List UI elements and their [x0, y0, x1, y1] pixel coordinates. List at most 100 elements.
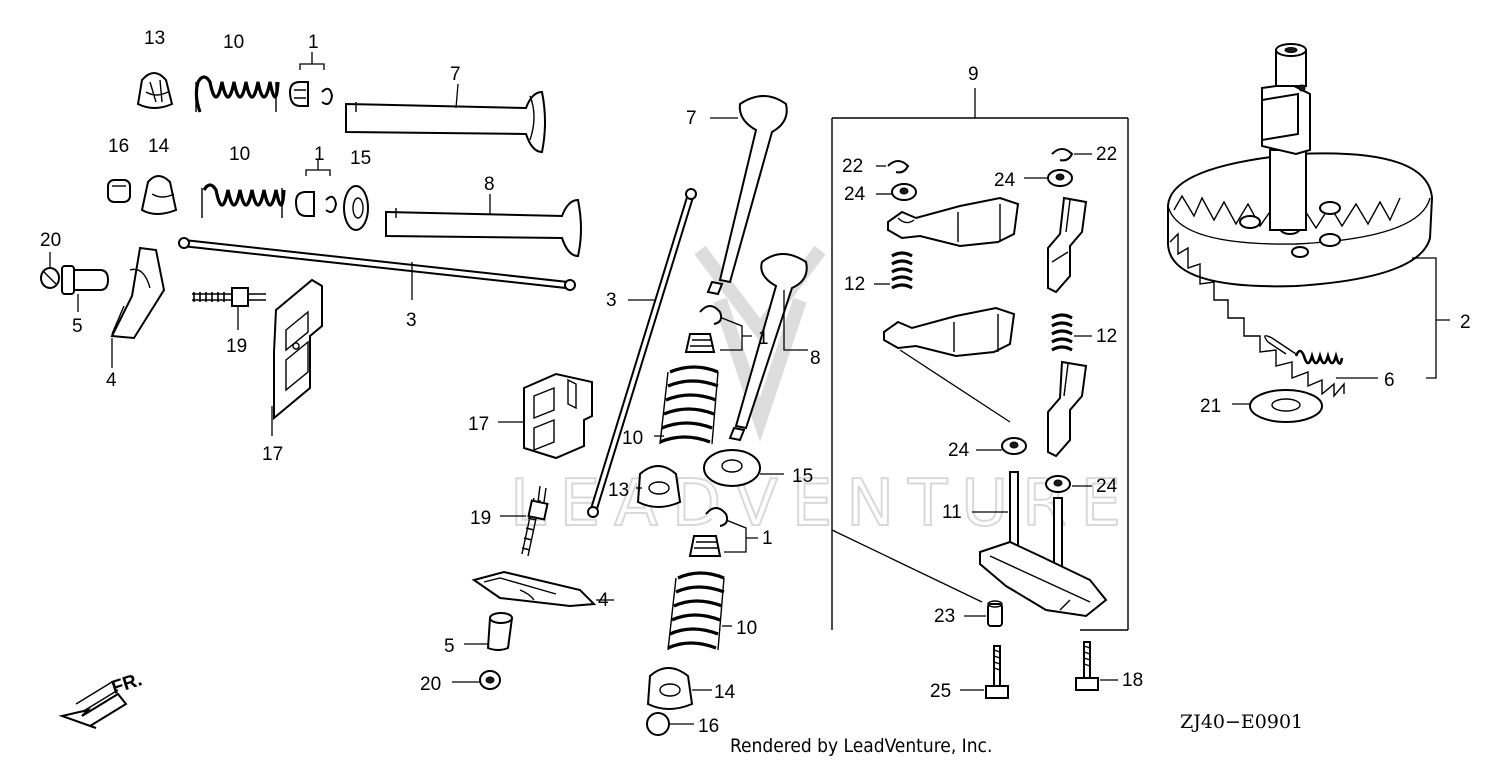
callout-label[interactable]: 24 [1096, 476, 1118, 497]
callout-label[interactable]: 3 [606, 290, 617, 311]
callout-label[interactable]: 1 [758, 328, 769, 349]
callout-label[interactable]: 12 [1096, 326, 1117, 347]
callout-label[interactable]: 19 [226, 336, 247, 357]
callout-label[interactable]: 6 [1384, 370, 1395, 391]
thrust-washer-24d[interactable] [1045, 475, 1071, 493]
valve-spring-retainer-14b[interactable] [646, 667, 694, 710]
intake-valve-8[interactable] [385, 198, 582, 258]
callout-label[interactable]: 14 [148, 136, 170, 157]
exhaust-valve-7[interactable] [345, 90, 546, 154]
callout-label[interactable]: 10 [229, 144, 250, 165]
valve-spring-retainer-13[interactable] [136, 72, 174, 109]
callout-label[interactable]: 4 [598, 590, 609, 611]
valve-cotter-1b[interactable] [294, 191, 338, 217]
callout-label[interactable]: 22 [842, 156, 863, 177]
rocker-arm-4b[interactable] [471, 570, 597, 608]
valve-rotator-15b[interactable] [703, 449, 761, 487]
callout-label[interactable]: 2 [1460, 312, 1471, 333]
callout-label[interactable]: 14 [714, 682, 736, 703]
callout-label[interactable]: 17 [468, 414, 489, 435]
push-rod-3[interactable] [178, 237, 576, 291]
valve-lifter-right-lower[interactable] [1047, 360, 1088, 458]
valve-spring-retainer-14[interactable] [140, 175, 178, 215]
flange-bolt-18[interactable] [1075, 641, 1099, 691]
rocker-pivot-5[interactable] [61, 265, 110, 295]
thrust-washer-24[interactable] [891, 183, 917, 201]
callout-label[interactable]: 20 [40, 230, 61, 251]
rocker-arm-4[interactable] [110, 246, 166, 340]
callout-label[interactable]: 16 [698, 716, 719, 737]
callout-label[interactable]: 13 [608, 480, 629, 501]
callout-label[interactable]: 15 [792, 466, 813, 487]
callout-label[interactable]: 10 [622, 428, 643, 449]
valve-spring-10[interactable] [194, 75, 280, 113]
valve-spring-10b[interactable] [201, 183, 286, 218]
callout-label[interactable]: 12 [844, 274, 865, 295]
rocker-pivot-5b[interactable] [486, 612, 514, 651]
callout-label[interactable]: 1 [314, 144, 325, 165]
callout-label[interactable]: 11 [942, 502, 962, 523]
valve-lifter-arm-upper[interactable] [887, 196, 1020, 248]
thrust-washer-24b[interactable] [1047, 169, 1073, 187]
callout-label[interactable]: 10 [223, 32, 244, 53]
callout-label[interactable]: 8 [810, 348, 821, 369]
valve-cap-16b[interactable] [646, 712, 670, 736]
thrust-washer-24c[interactable] [1001, 437, 1027, 455]
push-rod-guide-plate-17b[interactable] [523, 372, 593, 460]
valve-cotter-1d[interactable] [688, 507, 729, 557]
callout-label[interactable]: 16 [108, 136, 129, 157]
rocker-nut-20b[interactable] [479, 670, 501, 690]
flange-bolt-25[interactable] [985, 645, 1009, 699]
callout-label[interactable]: 23 [934, 606, 955, 627]
callout-label[interactable]: 8 [484, 174, 495, 195]
valve-spring-10c[interactable] [659, 365, 719, 445]
callout-label[interactable]: 21 [1200, 396, 1221, 417]
lifter-spring-12b[interactable] [1051, 313, 1073, 352]
callout-label[interactable]: 15 [350, 148, 371, 169]
valve-rotator-15[interactable] [343, 185, 369, 231]
camshaft-gear-2[interactable] [1167, 43, 1434, 398]
circlip-22b[interactable] [1051, 148, 1074, 162]
callout-label[interactable]: 4 [106, 370, 117, 391]
callout-label[interactable]: 5 [444, 636, 455, 657]
valve-cotter-1c[interactable] [684, 305, 723, 353]
valve-lifter-right-upper[interactable] [1047, 196, 1088, 294]
callout-label[interactable]: 24 [844, 184, 866, 205]
thrust-washer-21[interactable] [1249, 389, 1323, 423]
callout-label[interactable]: 1 [308, 32, 319, 53]
exhaust-valve-7b[interactable] [706, 95, 788, 296]
bushing-23[interactable] [987, 600, 1003, 627]
valve-lifter-arm-lower[interactable] [883, 306, 1016, 358]
callout-label[interactable]: 3 [406, 310, 417, 331]
callout-label[interactable]: 13 [144, 28, 165, 49]
callout-label[interactable]: 24 [994, 170, 1016, 191]
push-rod-3b[interactable] [587, 188, 697, 518]
callout-label[interactable]: 10 [736, 618, 757, 639]
push-rod-guide-plate-17[interactable] [273, 278, 323, 421]
callout-label[interactable]: 9 [968, 64, 979, 85]
rocker-nut-20[interactable] [40, 267, 60, 289]
intake-valve-8b[interactable] [728, 253, 808, 442]
render-credit: Rendered by LeadVenture, Inc. [730, 735, 992, 757]
valve-spring-retainer-13b[interactable] [636, 465, 682, 508]
callout-label[interactable]: 7 [686, 108, 697, 129]
decompressor-spring-6[interactable] [1264, 335, 1344, 365]
callout-label[interactable]: 18 [1122, 670, 1143, 691]
rocker-stud-19[interactable] [192, 287, 266, 307]
valve-cap-16[interactable] [107, 179, 131, 203]
callout-label[interactable]: 5 [72, 316, 83, 337]
callout-label[interactable]: 7 [450, 64, 461, 85]
valve-cotter-1[interactable] [288, 81, 334, 107]
rocker-stud-19b[interactable] [521, 485, 549, 557]
rocker-shaft-bracket-11[interactable] [979, 471, 1108, 618]
callout-label[interactable]: 24 [948, 440, 970, 461]
callout-label[interactable]: 25 [930, 681, 951, 702]
callout-label[interactable]: 19 [470, 508, 491, 529]
circlip-22[interactable] [887, 160, 910, 174]
callout-label[interactable]: 20 [420, 674, 441, 695]
callout-label[interactable]: 22 [1096, 144, 1117, 165]
lifter-spring-12[interactable] [891, 251, 913, 290]
callout-label[interactable]: 17 [262, 444, 283, 465]
valve-spring-10d[interactable] [667, 571, 725, 651]
callout-label[interactable]: 1 [762, 528, 773, 549]
